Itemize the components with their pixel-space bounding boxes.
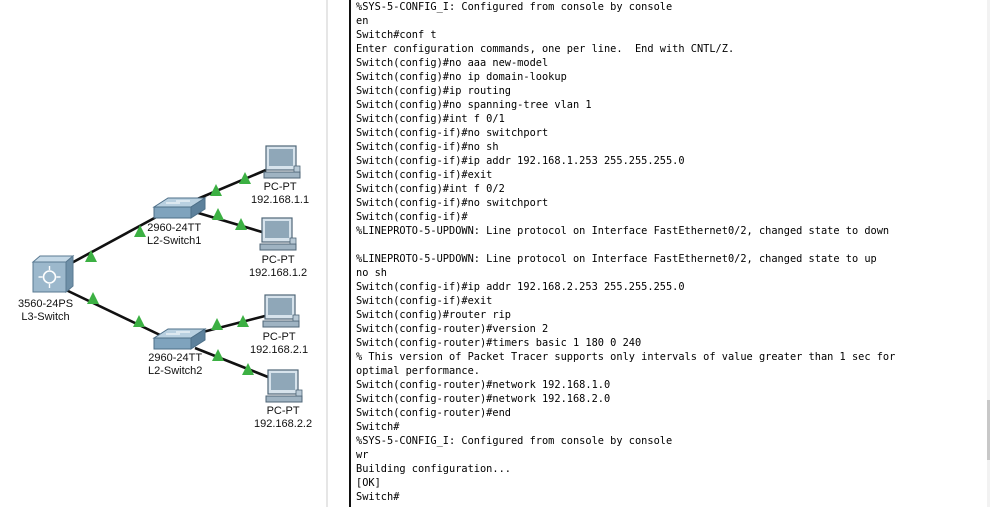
device-model: 2960-24TT — [147, 222, 202, 234]
l2-switch2-label: 2960-24TT L2-Switch2 — [148, 352, 202, 378]
terminal-line: Switch#conf t — [356, 29, 437, 41]
link-up-indicator — [237, 315, 249, 327]
terminal-line: % This version of Packet Tracer supports… — [356, 351, 896, 363]
terminal-line: Switch(config-if)#exit — [356, 295, 493, 307]
terminal-line: optimal performance. — [356, 365, 480, 377]
terminal-scrollbar-thumb[interactable] — [987, 400, 990, 460]
link-sw1-pc1[interactable] — [194, 168, 267, 202]
link-sw1-pc2[interactable] — [194, 210, 263, 234]
device-name: L2-Switch2 — [148, 365, 203, 377]
terminal-line: Enter configuration commands, one per li… — [356, 43, 735, 55]
links — [65, 168, 269, 379]
device-name: 192.168.2.1 — [250, 344, 309, 356]
terminal-line: Switch(config)#int f 0/1 — [356, 113, 505, 125]
terminal-line: Switch(config-if)#ip addr 192.168.2.253 … — [356, 281, 685, 293]
link-up-indicator — [235, 218, 247, 230]
terminal-line: %LINEPROTO-5-UPDOWN: Line protocol on In… — [356, 253, 877, 265]
terminal-line: wr — [356, 449, 369, 461]
terminal-line: Switch(config-if)#no switchport — [356, 127, 549, 139]
link-up-indicator — [210, 184, 222, 196]
l2-switch2-icon[interactable] — [152, 328, 207, 350]
device-model: PC-PT — [266, 405, 300, 417]
device-model: 2960-24TT — [148, 352, 203, 364]
l3-switch-icon[interactable] — [31, 254, 75, 294]
pc4-icon[interactable] — [265, 369, 303, 403]
terminal-line: %LINEPROTO-5-UPDOWN: Line protocol on In… — [356, 225, 890, 237]
terminal-line: Switch(config-if)#no sh — [356, 141, 499, 153]
pane-divider[interactable] — [326, 0, 328, 507]
topology-workspace[interactable]: 3560-24PS L3-Switch 2960-24TT L2-Switch1… — [0, 0, 325, 507]
terminal-line: Switch(config-router)#timers basic 1 180… — [356, 337, 642, 349]
link-up-indicator — [239, 172, 251, 184]
terminal-line: Switch# — [356, 421, 400, 433]
terminal-line: Switch# — [356, 491, 400, 503]
l3-switch-label: 3560-24PS L3-Switch — [18, 298, 73, 324]
terminal-line: Switch(config)#no aaa new-model — [356, 57, 549, 69]
device-name: 192.168.1.2 — [249, 267, 308, 279]
pc4-label: PC-PT 192.168.2.2 — [254, 405, 312, 431]
terminal-line: [OK] — [356, 477, 381, 489]
device-model: PC-PT — [262, 331, 296, 343]
link-up-indicator — [87, 292, 99, 304]
terminal-output: %SYS-5-CONFIG_I: Configured from console… — [356, 0, 895, 504]
terminal-line: Switch(config)#int f 0/2 — [356, 183, 505, 195]
terminal-line: %SYS-5-CONFIG_I: Configured from console… — [356, 435, 673, 447]
l2-switch1-icon[interactable] — [152, 197, 207, 219]
terminal-line: Switch(config)#ip routing — [356, 85, 511, 97]
terminal-line: Switch(config)#router rip — [356, 309, 511, 321]
pc1-icon[interactable] — [263, 145, 301, 179]
terminal-line: Switch(config-router)#version 2 — [356, 323, 549, 335]
link-up-indicator — [133, 315, 145, 327]
pc2-label: PC-PT 192.168.1.2 — [249, 254, 307, 280]
terminal-line: Switch(config)#no spanning-tree vlan 1 — [356, 99, 592, 111]
pc3-label: PC-PT 192.168.2.1 — [250, 331, 308, 357]
device-name: 192.168.1.1 — [251, 194, 310, 206]
link-l3-sw1[interactable] — [65, 213, 161, 268]
link-l3-sw2[interactable] — [65, 288, 161, 337]
terminal-line: Switch(config-if)#ip addr 192.168.1.253 … — [356, 155, 685, 167]
terminal-line: %SYS-5-CONFIG_I: Configured from console… — [356, 1, 673, 13]
link-up-indicator — [242, 363, 254, 375]
pc3-icon[interactable] — [262, 294, 300, 328]
link-up-indicator — [211, 318, 223, 330]
link-sw2-pc3[interactable] — [194, 314, 266, 336]
l2-switch1-label: 2960-24TT L2-Switch1 — [147, 222, 201, 248]
link-sw2-pc4[interactable] — [194, 346, 269, 379]
device-model: PC-PT — [261, 254, 295, 266]
topology-canvas — [31, 145, 303, 403]
link-up-indicator — [85, 250, 97, 262]
link-up-indicator — [134, 225, 146, 237]
terminal-line — [356, 238, 895, 252]
terminal-line: Switch(config-router)#end — [356, 407, 511, 419]
terminal-line: en — [356, 15, 369, 27]
terminal-line: Switch(config-router)#network 192.168.2.… — [356, 393, 611, 405]
pc1-label: PC-PT 192.168.1.1 — [251, 181, 309, 207]
cli-terminal[interactable]: %SYS-5-CONFIG_I: Configured from console… — [349, 0, 990, 507]
terminal-line: Switch(config)#no ip domain-lookup — [356, 71, 567, 83]
device-model: PC-PT — [263, 181, 297, 193]
device-model: 3560-24PS — [18, 298, 74, 310]
terminal-line: Switch(config-if)#no switchport — [356, 197, 549, 209]
link-up-indicator — [212, 349, 224, 361]
terminal-line: Switch(config-router)#network 192.168.1.… — [356, 379, 611, 391]
terminal-line: Switch(config-if)# — [356, 211, 468, 223]
terminal-line: Switch(config-if)#exit — [356, 169, 493, 181]
terminal-scrollbar[interactable] — [987, 0, 990, 507]
pane-gap — [328, 0, 348, 507]
terminal-line: no sh — [356, 267, 387, 279]
device-name: L2-Switch1 — [147, 235, 202, 247]
pc2-icon[interactable] — [259, 217, 297, 251]
device-name: L3-Switch — [21, 311, 70, 323]
terminal-line: Building configuration... — [356, 463, 511, 475]
link-status-indicators — [85, 172, 254, 375]
device-name: 192.168.2.2 — [254, 418, 313, 430]
link-up-indicator — [212, 208, 224, 220]
